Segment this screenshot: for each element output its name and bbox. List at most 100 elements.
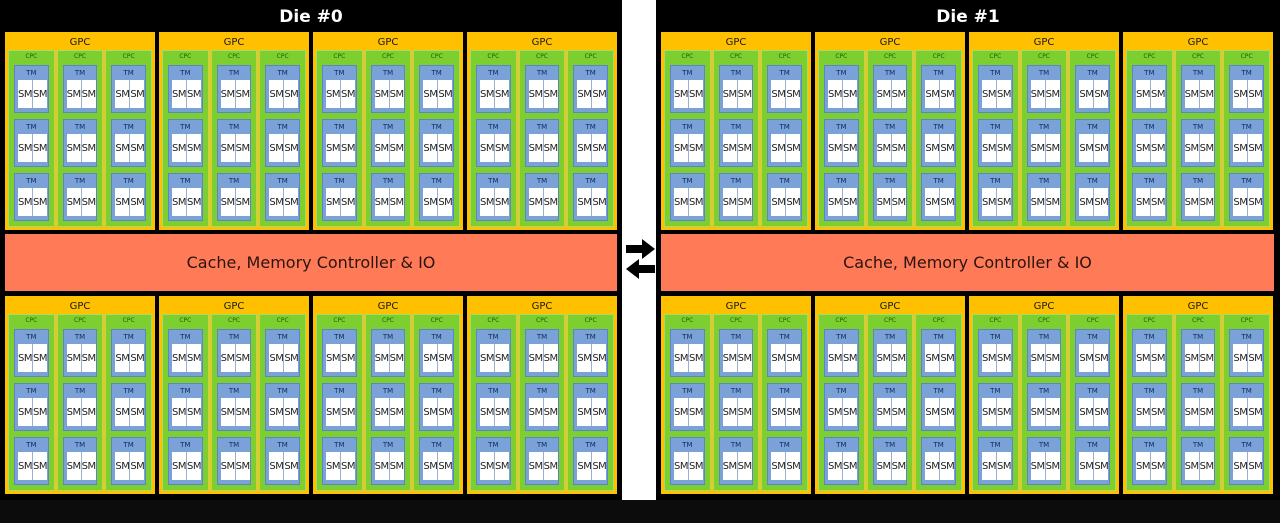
sm: SM	[1233, 80, 1248, 108]
sm: SM	[18, 452, 32, 480]
sm: SM	[1149, 188, 1165, 216]
sm: SM	[1149, 80, 1165, 108]
sm: SM	[1093, 188, 1109, 216]
tm-label: TM	[1192, 387, 1204, 395]
sm: SM	[423, 188, 438, 216]
tm-label: TM	[682, 69, 693, 77]
sm: SM	[828, 398, 842, 426]
sm: SM	[1184, 80, 1199, 108]
sm: SM	[480, 344, 494, 372]
gpc-label: GPC	[223, 301, 245, 312]
sm: SM	[841, 134, 857, 162]
cpc-label: CPC	[1143, 53, 1156, 60]
sm: SM	[18, 344, 32, 372]
tm-label: TM	[74, 69, 86, 77]
sm: SM	[841, 398, 857, 426]
sm: SM	[269, 344, 284, 372]
sm: SM	[269, 452, 284, 480]
die-title: Die #0	[279, 7, 343, 27]
sm: SM	[1136, 134, 1150, 162]
sm: SM	[437, 80, 453, 108]
tm-label: TM	[1241, 333, 1252, 341]
cpc-label: CPC	[932, 317, 945, 324]
sm: SM	[374, 398, 389, 426]
sm: SM	[388, 188, 404, 216]
sm: SM	[1198, 80, 1214, 108]
sm: SM	[423, 344, 438, 372]
tm-label: TM	[431, 123, 442, 131]
cpc-label: CPC	[382, 53, 394, 60]
tm-label: TM	[1192, 441, 1204, 449]
sm: SM	[890, 134, 906, 162]
sm: SM	[480, 134, 494, 162]
sm: SM	[1044, 452, 1060, 480]
sm: SM	[1247, 344, 1263, 372]
sm: SM	[542, 188, 558, 216]
tm-label: TM	[26, 123, 37, 131]
tm-label: TM	[228, 387, 240, 395]
gpc-label: GPC	[879, 301, 901, 312]
sm: SM	[1184, 344, 1199, 372]
sm: SM	[374, 134, 389, 162]
sm: SM	[542, 452, 558, 480]
cpc-label: CPC	[1038, 317, 1050, 324]
tm-label: TM	[884, 387, 896, 395]
sm: SM	[982, 452, 996, 480]
sm: SM	[283, 398, 299, 426]
sm: SM	[269, 80, 284, 108]
sm: SM	[129, 134, 145, 162]
sm: SM	[591, 188, 607, 216]
gpc-label: GPC	[1033, 37, 1055, 48]
sm: SM	[771, 344, 786, 372]
sm: SM	[66, 188, 81, 216]
sm: SM	[374, 344, 389, 372]
tm-label: TM	[933, 177, 944, 185]
tm-label: TM	[1241, 387, 1252, 395]
sm: SM	[374, 188, 389, 216]
